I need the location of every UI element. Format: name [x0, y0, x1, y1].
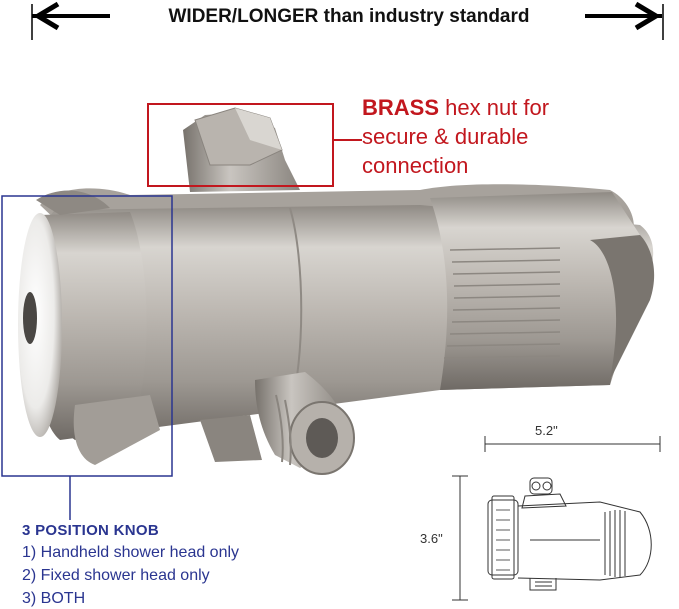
width-arrow: [31, 1, 664, 40]
brass-highlight: BRASS: [362, 95, 440, 120]
brass-line3: connection: [362, 153, 469, 178]
knob-title: 3 POSITION KNOB: [22, 522, 160, 539]
knob-option-3: 3) BOTH: [22, 590, 86, 607]
headline: WIDER/LONGER than industry standard: [168, 6, 530, 27]
brass-line1: hex nut for: [439, 95, 550, 120]
height-dimension: 3.6": [420, 531, 443, 546]
width-dimension: 5.2": [535, 423, 558, 438]
knob-option-2: 2) Fixed shower head only: [22, 567, 210, 584]
brass-callout: BRASS hex nut for secure & durable conne…: [362, 93, 662, 180]
brass-line2: secure & durable: [362, 124, 529, 149]
knob-option-1: 1) Handheld shower head only: [22, 544, 240, 561]
